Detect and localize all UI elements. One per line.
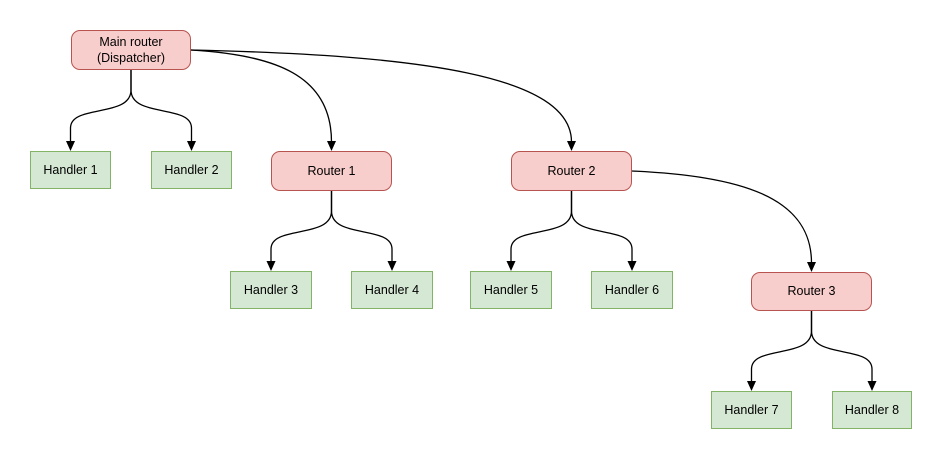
router-node-r1: Router 1 xyxy=(271,151,392,191)
arrowhead-r2 xyxy=(567,141,576,151)
handler-node-h1: Handler 1 xyxy=(30,151,111,189)
edge-main-h1 xyxy=(69,70,132,142)
arrowhead-h2 xyxy=(187,141,196,151)
arrowhead-h7 xyxy=(747,381,756,391)
router-node-r3: Router 3 xyxy=(751,272,872,311)
router-node-main: Main router (Dispatcher) xyxy=(71,30,191,70)
edge-r2-r3 xyxy=(631,170,813,264)
edge-r3-h8 xyxy=(810,311,873,382)
handler-node-h5: Handler 5 xyxy=(470,271,552,309)
handler-node-h8: Handler 8 xyxy=(832,391,912,429)
handler-node-h3: Handler 3 xyxy=(230,271,312,309)
handler-node-h2: Handler 2 xyxy=(151,151,232,189)
arrowhead-h1 xyxy=(66,141,75,151)
edge-r3-h7 xyxy=(750,311,813,382)
edge-r1-h4 xyxy=(330,191,393,262)
arrowhead-r1 xyxy=(327,141,336,151)
edge-main-r2 xyxy=(190,49,573,143)
edge-r2-h6 xyxy=(570,191,633,262)
router-node-r2: Router 2 xyxy=(511,151,632,191)
edge-main-r1 xyxy=(190,49,333,143)
arrowhead-r3 xyxy=(807,262,816,272)
handler-node-h4: Handler 4 xyxy=(351,271,433,309)
edge-r2-h5 xyxy=(510,191,573,262)
arrowhead-h6 xyxy=(627,261,637,271)
handler-node-h7: Handler 7 xyxy=(711,391,792,429)
arrowhead-h8 xyxy=(867,381,877,391)
arrowhead-h3 xyxy=(266,261,276,271)
arrowhead-h4 xyxy=(387,261,397,271)
edge-main-h2 xyxy=(130,70,193,142)
arrowhead-h5 xyxy=(506,261,516,271)
handler-node-h6: Handler 6 xyxy=(591,271,673,309)
edge-r1-h3 xyxy=(270,191,333,262)
